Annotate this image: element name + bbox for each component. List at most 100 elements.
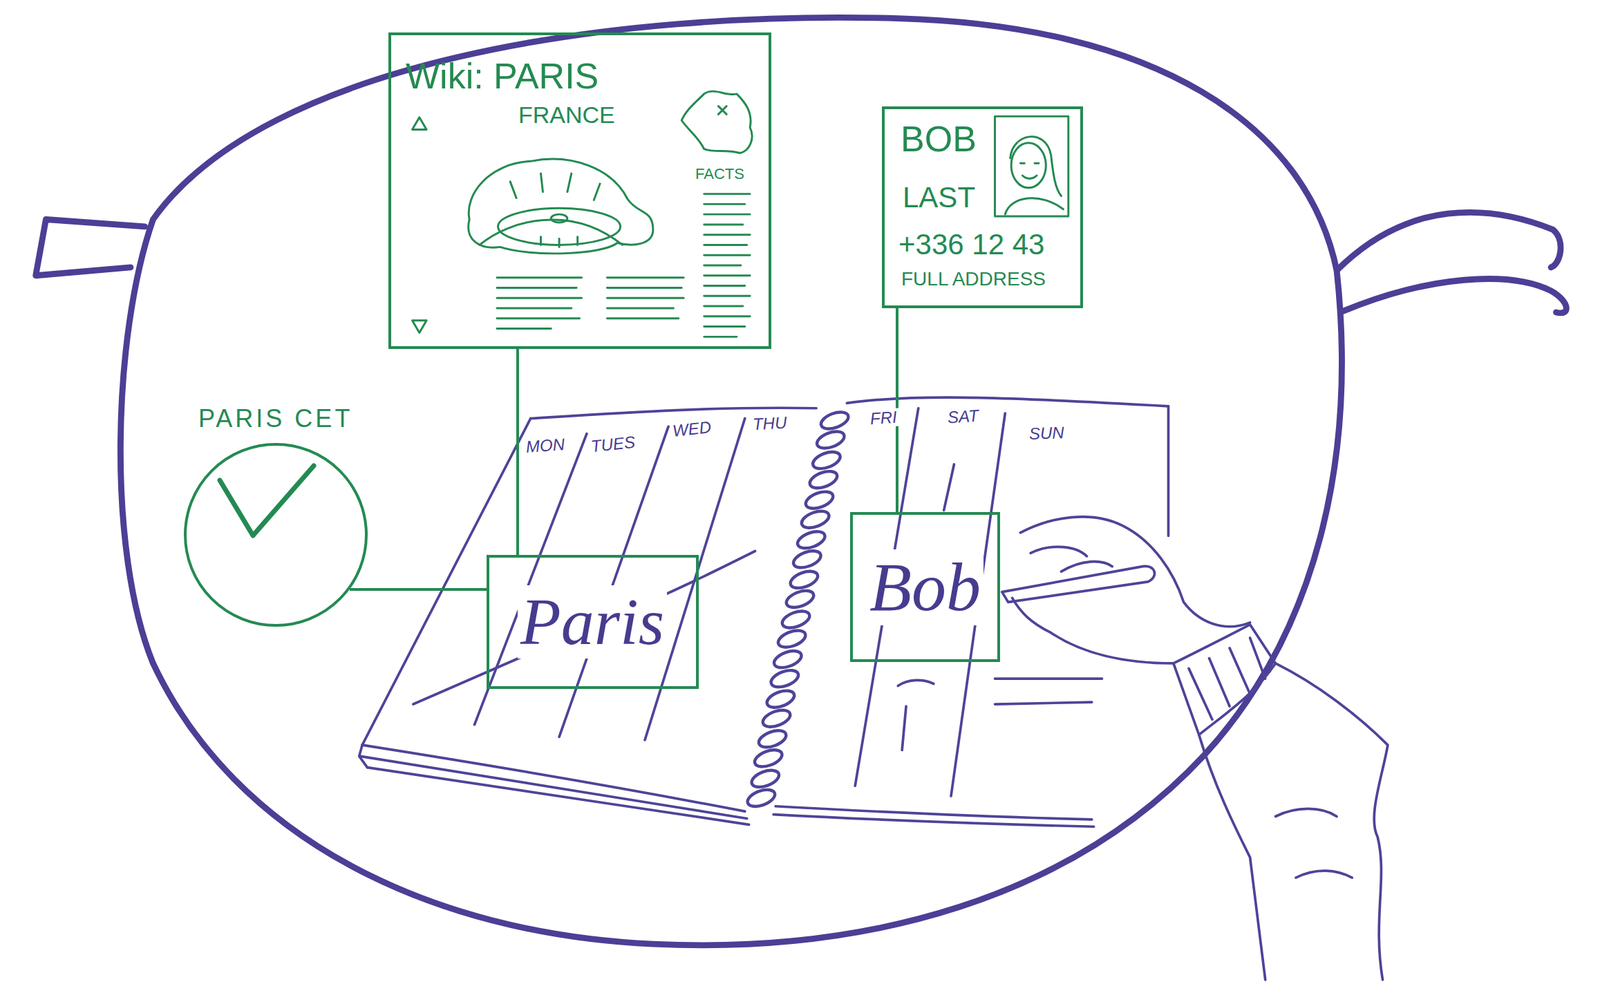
notebook-spiral-stroke xyxy=(799,507,832,532)
wiki-panel-art-stroke xyxy=(606,277,684,319)
day-label: FRI xyxy=(867,407,900,428)
hand-sketch-stroke xyxy=(1060,561,1113,572)
wiki-panel-art-stroke xyxy=(540,237,578,248)
highlight-box: Bob xyxy=(850,512,1001,663)
notebook-sketch-stroke xyxy=(897,680,934,686)
leader-connector xyxy=(349,588,487,591)
contact-portrait-stroke xyxy=(1010,136,1062,197)
handwritten-word: Paris xyxy=(517,585,667,659)
panel-subtitle: FRANCE xyxy=(518,101,616,129)
notebook-sketch-stroke xyxy=(944,464,955,511)
notebook-sketch-stroke xyxy=(901,706,907,751)
hand-sketch-stroke xyxy=(1275,663,1388,981)
notebook-spiral-stroke xyxy=(745,786,777,811)
notebook-spiral-stroke xyxy=(814,428,847,453)
contact-portrait xyxy=(994,116,1068,217)
hand-sketch-stroke xyxy=(1275,808,1338,817)
hand-sketch-stroke xyxy=(1295,870,1352,878)
notebook-sketch-stroke xyxy=(1167,406,1171,537)
wiki-panel-art-stroke xyxy=(479,219,623,245)
hand-sketch-stroke xyxy=(1030,546,1087,557)
notebook-spiral-stroke xyxy=(784,587,817,611)
notebook-spiral-stroke xyxy=(780,608,813,632)
clock-outline xyxy=(183,443,368,627)
notebook-sketch-stroke xyxy=(559,426,669,737)
wiki-panel-art-stroke xyxy=(718,106,727,115)
notebook-spiral-stroke xyxy=(795,528,828,552)
notebook-spiral-stroke xyxy=(803,488,836,513)
notebook-spiral-stroke xyxy=(787,568,820,592)
notebook-spiral-stroke xyxy=(810,448,843,473)
notebook-spiral-stroke xyxy=(776,627,808,652)
day-label: MON xyxy=(523,435,568,457)
handwritten-word: Bob xyxy=(866,549,984,626)
panel-heading: FACTS xyxy=(695,165,745,183)
wiki-panel-art-stroke xyxy=(681,91,752,153)
wiki-panel-art-stroke xyxy=(550,214,568,223)
clock-circle: PARIS CET xyxy=(183,404,368,627)
highlight-box: Paris xyxy=(486,554,699,690)
notebook-sketch-stroke xyxy=(413,551,756,705)
lens-outline-stroke xyxy=(1342,279,1567,314)
notebook-spiral-stroke xyxy=(791,548,824,572)
hand-sketch-stroke xyxy=(1188,668,1213,720)
day-label: SUN xyxy=(1027,423,1068,444)
notebook-spiral-stroke xyxy=(768,666,801,691)
contact-address: FULL ADDRESS xyxy=(901,268,1046,291)
wiki-panel: Wiki: PARISFRANCEFACTS xyxy=(388,32,772,350)
notebook-sketch-stroke xyxy=(644,418,746,741)
notebook-sketch-stroke xyxy=(994,677,1102,681)
lens-outline-stroke xyxy=(1336,212,1561,271)
wiki-panel-art-stroke xyxy=(468,158,654,254)
contact-portrait-stroke xyxy=(994,116,1068,217)
hand-sketch-stroke xyxy=(1199,734,1266,980)
notebook-spiral-stroke xyxy=(772,647,804,672)
lens-outline-stroke xyxy=(35,219,146,276)
notebook-sketch-stroke xyxy=(362,745,746,812)
day-label: THU xyxy=(749,413,790,435)
contact-portrait-stroke xyxy=(1011,143,1046,188)
notebook-spiral-stroke xyxy=(764,687,797,712)
day-label: WED xyxy=(669,418,714,441)
hand-sketch-stroke xyxy=(1173,624,1276,736)
hand-sketch-stroke xyxy=(1250,637,1266,679)
notebook-sketch-stroke xyxy=(367,767,750,826)
hand-sketch-stroke xyxy=(1209,658,1231,707)
contact-phone: +336 12 43 xyxy=(898,228,1045,262)
wiki-panel-art-stroke xyxy=(496,277,582,329)
clock-face xyxy=(185,444,367,626)
day-label: SAT xyxy=(944,406,982,428)
hand-sketch-stroke xyxy=(1229,648,1251,694)
notebook-spiral xyxy=(745,409,851,811)
wiki-panel-art-stroke xyxy=(411,117,427,130)
notebook-spiral-stroke xyxy=(760,707,793,731)
hand-sketch-stroke xyxy=(1002,566,1155,602)
notebook-sketch xyxy=(359,397,1169,827)
wiki-panel-art-stroke xyxy=(510,173,600,200)
notebook-spiral-stroke xyxy=(819,409,851,433)
wiki-panel-art xyxy=(411,91,752,337)
wiki-panel-art-stroke xyxy=(411,320,427,334)
notebook-spiral-stroke xyxy=(756,727,789,751)
notebook-spiral-stroke xyxy=(749,767,781,791)
notebook-spiral-stroke xyxy=(807,467,840,492)
day-label: TUES xyxy=(588,432,638,457)
notebook-spiral-stroke xyxy=(752,747,785,771)
notebook-sketch-stroke xyxy=(362,418,531,746)
hand-sketch xyxy=(1002,516,1388,981)
notebook-sketch-stroke xyxy=(474,434,587,726)
lens-outline xyxy=(35,17,1567,945)
contact-portrait-stroke xyxy=(1004,198,1063,215)
hand-sketch-stroke xyxy=(1020,516,1250,627)
contact-surname: LAST xyxy=(902,181,976,215)
notebook-sketch-stroke xyxy=(994,702,1092,705)
wiki-panel-art-stroke xyxy=(704,194,750,338)
notebook-sketch-stroke xyxy=(846,397,1169,407)
lens-outline-stroke xyxy=(120,17,1342,945)
contact-portrait-stroke xyxy=(1020,163,1039,179)
clock-heading: PARIS CET xyxy=(198,404,353,433)
notebook-sketch-stroke xyxy=(773,814,1095,828)
